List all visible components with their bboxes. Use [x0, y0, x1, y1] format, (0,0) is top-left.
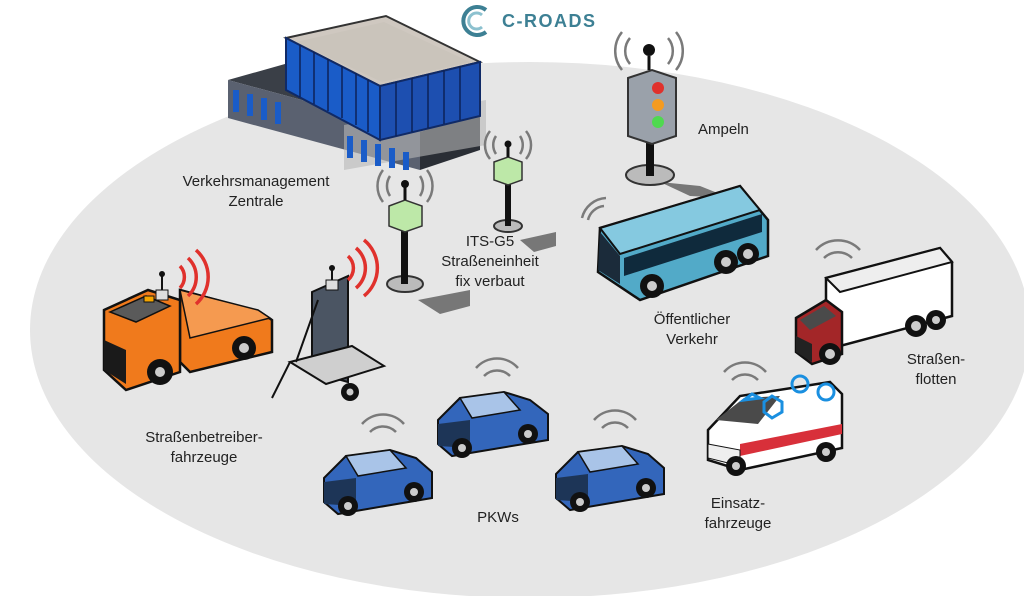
brand-logo: C-ROADS [458, 4, 597, 38]
label-traffic-lights: Ampeln [698, 121, 749, 138]
label-traffic-management-center: Verkehrsmanagement Zentrale [182, 173, 330, 210]
label-road-operator-vehicles: Straßenbetreiber- fahrzeuge [145, 429, 263, 466]
car-icon [437, 357, 549, 458]
brand-name: C-ROADS [502, 10, 597, 31]
delivery-truck-icon [794, 239, 954, 366]
label-public-transport: Öffentlicher Verkehr [653, 311, 731, 348]
label-its-g5-unit: ITS-G5 Straßeneinheit fix verbaut [441, 233, 539, 290]
car-icon [323, 413, 433, 516]
traffic-light-icon [613, 31, 730, 198]
message-trailer-icon [271, 238, 387, 401]
label-emergency-vehicles: Einsatz- fahrzeuge [704, 495, 772, 532]
road-side-unit-icon [376, 169, 470, 314]
road-operator-truck-icon [102, 248, 274, 392]
car-icon [555, 409, 665, 512]
c-roads-logo-icon [461, 5, 488, 37]
label-road-fleets: Straßen- flotten [906, 351, 966, 388]
label-cars: PKWs [477, 509, 519, 526]
traffic-management-center-icon [228, 14, 486, 170]
ambulance-icon [706, 361, 844, 476]
bus-icon [580, 184, 770, 302]
road-side-unit-icon [483, 130, 556, 252]
